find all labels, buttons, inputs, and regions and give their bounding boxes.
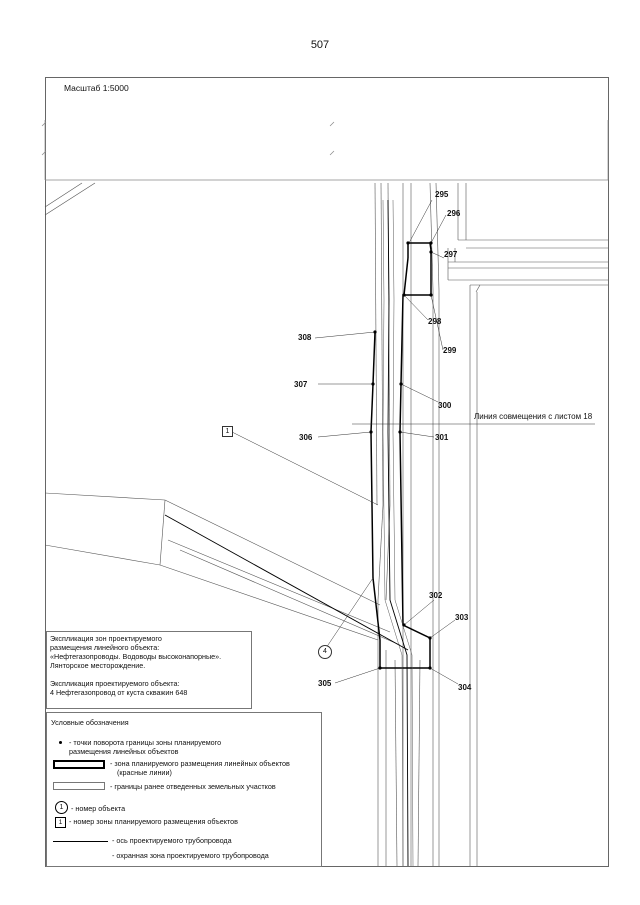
point-label: 308 <box>298 333 312 342</box>
point-label: 296 <box>447 209 461 218</box>
pipeline-axis-symbol <box>53 841 108 842</box>
header-box <box>41 120 609 181</box>
zone-number-symbol: 1 <box>55 817 66 828</box>
leader-lines <box>231 199 595 685</box>
legend-text: - ось проектируемого трубопровода <box>112 836 232 845</box>
planned-zone-symbol <box>53 760 105 769</box>
legend-text: (красные линии) <box>117 768 172 777</box>
legend-text: - точки поворота границы зоны планируемо… <box>69 738 222 747</box>
legend-text: - границы ранее отведенных земельных уча… <box>110 782 276 791</box>
legend-text: - охранная зона проектируемого трубопров… <box>112 851 269 860</box>
explication-line: «Нефтегазопроводы. Водоводы высоконапорн… <box>50 652 222 661</box>
sheet-join-line-label: Линия совмещения с листом 18 <box>474 412 593 421</box>
point-label: 300 <box>438 401 452 410</box>
explication-line: размещения линейного объекта: <box>50 643 160 652</box>
legend-text: - номер объекта <box>71 804 126 813</box>
zone-number-label: 1 <box>222 426 233 437</box>
point-label: 304 <box>458 683 472 692</box>
map-frame <box>45 77 609 867</box>
legend-text: размещения линейных объектов <box>69 747 179 756</box>
point-label: 301 <box>435 433 449 442</box>
point-label: 299 <box>443 346 457 355</box>
planned-zone-boundary <box>370 242 432 669</box>
legend-box: Условные обозначения - точки поворота гр… <box>46 712 322 867</box>
explication-line: Экспликация проектируемого объекта: <box>50 679 180 688</box>
legend-text: - зона планируемого размещения линейных … <box>110 759 290 768</box>
land-parcel-symbol <box>53 782 105 790</box>
object-number-label: 4 <box>318 645 332 659</box>
explication-line: Экспликация зон проектируемого <box>50 634 162 643</box>
explication-line: 4 Нефтегазопровод от куста скважин 648 <box>50 688 188 697</box>
page-number: 507 <box>310 39 330 51</box>
point-label: 298 <box>428 317 442 326</box>
turning-points <box>369 241 433 670</box>
point-label: 305 <box>318 679 332 688</box>
point-label: 303 <box>455 613 469 622</box>
point-label: 302 <box>429 591 443 600</box>
land-parcels <box>44 182 608 867</box>
explication-box: Экспликация зон проектируемого размещени… <box>46 631 252 709</box>
turning-point-symbol <box>59 741 62 744</box>
scale-label: Масштаб 1:5000 <box>64 83 129 93</box>
point-label: 306 <box>299 433 313 442</box>
legend-text: - номер зоны планируемого размещения объ… <box>69 817 238 826</box>
pipeline-protection-zone <box>382 199 414 867</box>
object-number-symbol: 1 <box>55 801 68 814</box>
point-label: 307 <box>294 380 308 389</box>
explication-line: Лянторское месторождение. <box>50 661 146 670</box>
legend-title: Условные обозначения <box>51 718 129 727</box>
point-label: 295 <box>435 190 449 199</box>
pipeline-axis <box>164 199 409 867</box>
point-label: 297 <box>444 250 458 259</box>
